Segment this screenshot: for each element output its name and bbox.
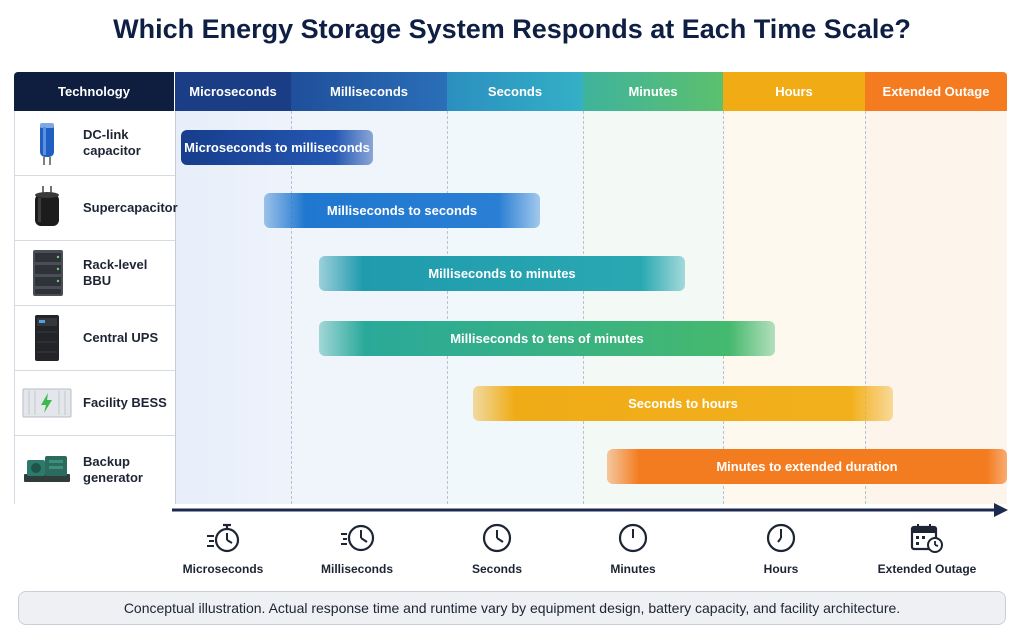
- tech-row-backup-generator: Backup generator: [15, 436, 175, 504]
- clock-fast-icon: [341, 524, 375, 552]
- backup-generator-icon: [24, 456, 70, 482]
- timescale-grid: Technology Microseconds Milliseconds Sec…: [14, 72, 1007, 504]
- calendar-clock-icon: [910, 524, 943, 553]
- clock-icon: [766, 523, 796, 553]
- tech-row-dc-link-capacitor: DC-link capacitor: [15, 111, 175, 176]
- technology-column: DC-link capacitor Supercapacitor: [14, 111, 178, 504]
- column-header-microseconds: Microseconds: [175, 72, 291, 111]
- column-bg-milliseconds: [291, 111, 447, 504]
- scale-minutes: Minutes: [568, 522, 698, 576]
- tech-label: DC-link capacitor: [83, 127, 141, 158]
- tech-row-supercapacitor: Supercapacitor: [15, 176, 178, 241]
- scale-label: Extended Outage: [877, 562, 977, 576]
- scale-milliseconds: Milliseconds: [292, 522, 422, 576]
- supercapacitor-icon: [35, 186, 59, 226]
- technology-header: Technology: [14, 72, 174, 111]
- facility-bess-icon: [22, 388, 72, 418]
- scale-label: Milliseconds: [320, 562, 394, 576]
- bar-dc-link-capacitor: Microseconds to milliseconds: [181, 130, 373, 165]
- clock-icon: [618, 523, 648, 553]
- scale-label: Hours: [763, 562, 799, 576]
- tech-row-facility-bess: Facility BESS: [15, 371, 175, 436]
- column-header-minutes: Minutes: [583, 72, 723, 111]
- tech-row-central-ups: Central UPS: [15, 306, 175, 371]
- tech-label: Backup generator: [83, 454, 143, 485]
- bar-rack-bbu: Milliseconds to minutes: [319, 256, 685, 291]
- stopwatch-fast-icon: [207, 523, 240, 553]
- column-divider: [447, 111, 448, 504]
- column-divider: [583, 111, 584, 504]
- disclaimer-note: Conceptual illustration. Actual response…: [18, 591, 1006, 625]
- bar-central-ups: Milliseconds to tens of minutes: [319, 321, 775, 356]
- column-bg-hours: [723, 111, 865, 504]
- tech-label: Facility BESS: [83, 395, 167, 410]
- scale-label: Minutes: [610, 562, 656, 576]
- bar-backup-generator: Minutes to extended duration: [607, 449, 1007, 484]
- central-ups-icon: [35, 315, 59, 361]
- column-divider: [865, 111, 866, 504]
- column-header-milliseconds: Milliseconds: [291, 72, 447, 111]
- column-bg-extended: [865, 111, 1007, 504]
- column-header-seconds: Seconds: [447, 72, 583, 111]
- column-divider: [291, 111, 292, 504]
- tech-label: Supercapacitor: [83, 200, 178, 215]
- tech-label: Central UPS: [83, 330, 159, 345]
- scale-label: Microseconds: [182, 562, 264, 576]
- column-divider: [723, 111, 724, 504]
- column-bg-seconds: [447, 111, 583, 504]
- rack-bbu-icon: [33, 250, 63, 296]
- column-header-hours: Hours: [723, 72, 865, 111]
- clock-icon: [482, 523, 512, 553]
- page-title: Which Energy Storage System Responds at …: [113, 14, 911, 44]
- tech-row-rack-bbu: Rack-level BBU: [15, 241, 175, 306]
- bar-supercapacitor: Milliseconds to seconds: [264, 193, 540, 228]
- scale-microseconds: Microseconds: [158, 522, 288, 576]
- scale-extended-outage: Extended Outage: [862, 522, 992, 576]
- tech-label: Rack-level BBU: [83, 257, 148, 288]
- column-header-extended-outage: Extended Outage: [865, 72, 1007, 111]
- time-axis-arrow: [172, 503, 1008, 517]
- scale-seconds: Seconds: [432, 522, 562, 576]
- bar-facility-bess: Seconds to hours: [473, 386, 893, 421]
- scale-label: Seconds: [471, 562, 522, 576]
- column-bg-minutes: [583, 111, 723, 504]
- column-bg-microseconds: [175, 111, 291, 504]
- scale-hours: Hours: [716, 522, 846, 576]
- dc-link-capacitor-icon: [40, 123, 54, 165]
